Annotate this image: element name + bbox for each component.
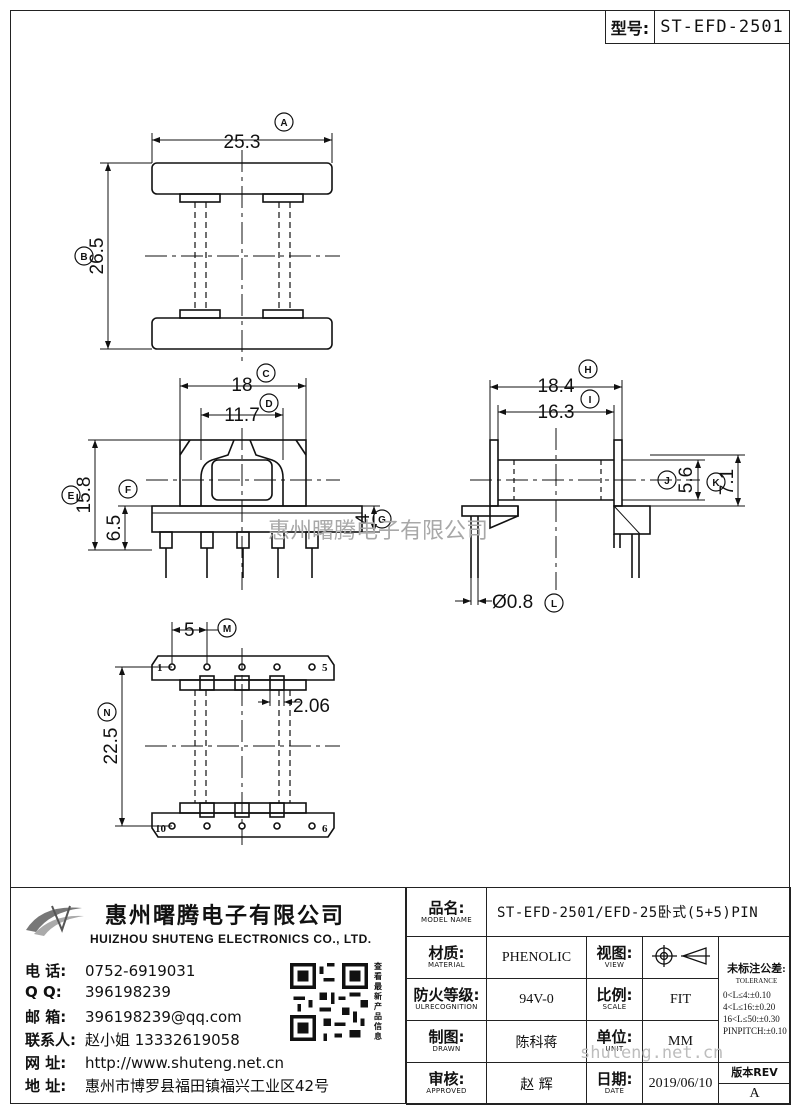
model-name-label: 品名:MODEL NAME (406, 887, 487, 937)
qr-code-icon (290, 963, 368, 1041)
watermark-text: 惠州曙腾电子有限公司 (268, 519, 488, 544)
material-label: 材质:MATERIAL (406, 936, 487, 979)
marker-c: C (262, 369, 269, 380)
contact-qq-key: Q Q: (25, 983, 62, 1001)
dim-j-value: 5.6 (676, 467, 697, 493)
pin-number-10: 10 (155, 823, 167, 835)
drawing-frame (10, 10, 790, 1104)
view-symbol (642, 936, 719, 979)
dim-n-value: 22.5 (101, 728, 122, 765)
contact-email-value: 396198239@qq.com (85, 1008, 242, 1026)
contact-person: 联系人: 赵小姐 13332619058 (25, 1029, 240, 1050)
contact-phone-key: 电 话: (25, 962, 67, 980)
contact-address-value: 惠州市博罗县福田镇福兴工业区42号 (85, 1077, 330, 1095)
contact-website-value: http://www.shuteng.net.cn (85, 1054, 285, 1072)
watermark-url-layer: shuteng.net.cn (580, 1043, 723, 1063)
marker-d: D (265, 399, 272, 410)
qr-caption: 查看最新产品信息 (374, 962, 382, 1041)
marker-g: G (378, 515, 386, 526)
marker-f: F (125, 485, 131, 496)
marker-b: B (80, 252, 87, 263)
title-block-table: 品名:MODEL NAME ST-EFD-2501/EFD-25卧式(5+5)P… (406, 887, 792, 1105)
dim-m-value: 5 (184, 620, 195, 641)
pin-number-6: 6 (322, 823, 328, 835)
dim-e-value: 15.8 (74, 477, 95, 514)
tolerance-line-3: 16<L≤50:±0.30 (723, 1013, 780, 1024)
dim-g-value: 4 (353, 513, 374, 524)
model-name-value: ST-EFD-2501/EFD-25卧式(5+5)PIN (485, 887, 792, 937)
contact-website-key: 网 址: (25, 1054, 67, 1072)
contact-phone-value: 0752-6919031 (85, 962, 196, 980)
dim-l-value: Ø0.8 (492, 592, 533, 613)
date-label: 日期:DATE (586, 1062, 643, 1105)
dim-b-value: 26.5 (87, 238, 108, 275)
contact-website: 网 址: http://www.shuteng.net.cn (25, 1052, 284, 1073)
model-value: ST-EFD-2501 (660, 17, 784, 37)
material-value: PHENOLIC (486, 936, 587, 979)
dim-k-value: 7.1 (717, 469, 738, 495)
bottom-view (115, 622, 340, 845)
dim-f-value: 6.5 (104, 515, 125, 541)
model-number-box: 型号: ST-EFD-2501 (605, 10, 790, 44)
contact-email-key: 邮 箱: (25, 1008, 67, 1026)
revision-label: 版本REV (719, 1063, 791, 1084)
pin-number-1: 1 (157, 662, 163, 674)
contact-address-key: 地 址: (25, 1077, 67, 1095)
contact-address: 地 址: 惠州市博罗县福田镇福兴工业区42号 (25, 1075, 329, 1096)
dim-pin-width-value: 2.06 (293, 696, 330, 717)
drawn-label: 制图:DRAWN (406, 1020, 487, 1063)
contact-email: 邮 箱: 396198239@qq.com (25, 1006, 242, 1027)
marker-i: I (589, 395, 592, 406)
approved-value: 赵 辉 (486, 1062, 587, 1105)
dim-h-value: 18.4 (538, 376, 575, 397)
marker-j: J (664, 476, 670, 487)
technical-drawing: 25.3 26.5 18 11.7 15.8 6.5 4 18.4 16.3 5… (61, 112, 745, 845)
dim-a-value: 25.3 (224, 132, 261, 153)
dim-d-value: 11.7 (224, 405, 260, 426)
revision-cell: 版本REV A (717, 1062, 792, 1105)
unit-value: MM (642, 1020, 719, 1063)
company-name-cn: 惠州曙腾电子有限公司 (105, 904, 346, 929)
contact-phone: 电 话: 0752-6919031 (25, 960, 195, 981)
fire-rating-value: 94V-0 (486, 978, 587, 1021)
date-value: 2019/06/10 (642, 1062, 719, 1105)
side-view (455, 380, 745, 605)
view-label: 视图:VIEW (586, 936, 643, 979)
contact-qq: Q Q: 396198239 (25, 983, 171, 1001)
marker-e: E (68, 491, 75, 502)
drawn-value: 陈科蒋 (486, 1020, 587, 1063)
model-label: 型号: (606, 11, 655, 43)
top-view (100, 133, 340, 362)
dim-i-value: 16.3 (538, 402, 575, 423)
scale-label: 比例:SCALE (586, 978, 643, 1021)
tolerance-line-1: 0<L≤4:±0.10 (723, 989, 771, 1000)
watermark-url: shuteng.net.cn (580, 1043, 723, 1063)
marker-m: M (223, 624, 231, 635)
projection-symbol-icon (651, 944, 710, 967)
fire-rating-label: 防火等级:ULRECOGNITION (406, 978, 487, 1021)
tolerance-sub: TOLERANCE (735, 976, 778, 985)
pin-number-5: 5 (322, 662, 328, 674)
marker-k: K (712, 478, 720, 489)
dim-c-value: 18 (231, 375, 252, 396)
tolerance-cell: 未标注公差: TOLERANCE 0<L≤4:±0.10 4<L≤16:±0.2… (717, 936, 792, 1063)
front-view (88, 378, 380, 590)
contact-qq-value: 396198239 (85, 983, 171, 1001)
marker-n: N (103, 708, 110, 719)
tolerance-title: 未标注公差: (727, 962, 786, 975)
approved-label: 审核:APPROVED (406, 1062, 487, 1105)
contact-person-key: 联系人: (25, 1031, 76, 1049)
scale-value: FIT (642, 978, 719, 1021)
company-block: 惠州曙腾电子有限公司 HUIZHOU SHUTENG ELECTRONICS C… (10, 887, 406, 1104)
contact-person-value: 赵小姐 13332619058 (85, 1031, 240, 1049)
tolerance-line-2: 4<L≤16:±0.20 (723, 1001, 776, 1012)
company-name-en: HUIZHOU SHUTENG ELECTRONICS CO., LTD. (90, 932, 372, 946)
marker-l: L (551, 599, 557, 610)
revision-value: A (749, 1086, 760, 1101)
marker-a: A (280, 118, 287, 129)
tolerance-line-4: PINPITCH:±0.10 (723, 1025, 787, 1036)
marker-h: H (584, 365, 591, 376)
company-logo-icon (26, 905, 84, 936)
